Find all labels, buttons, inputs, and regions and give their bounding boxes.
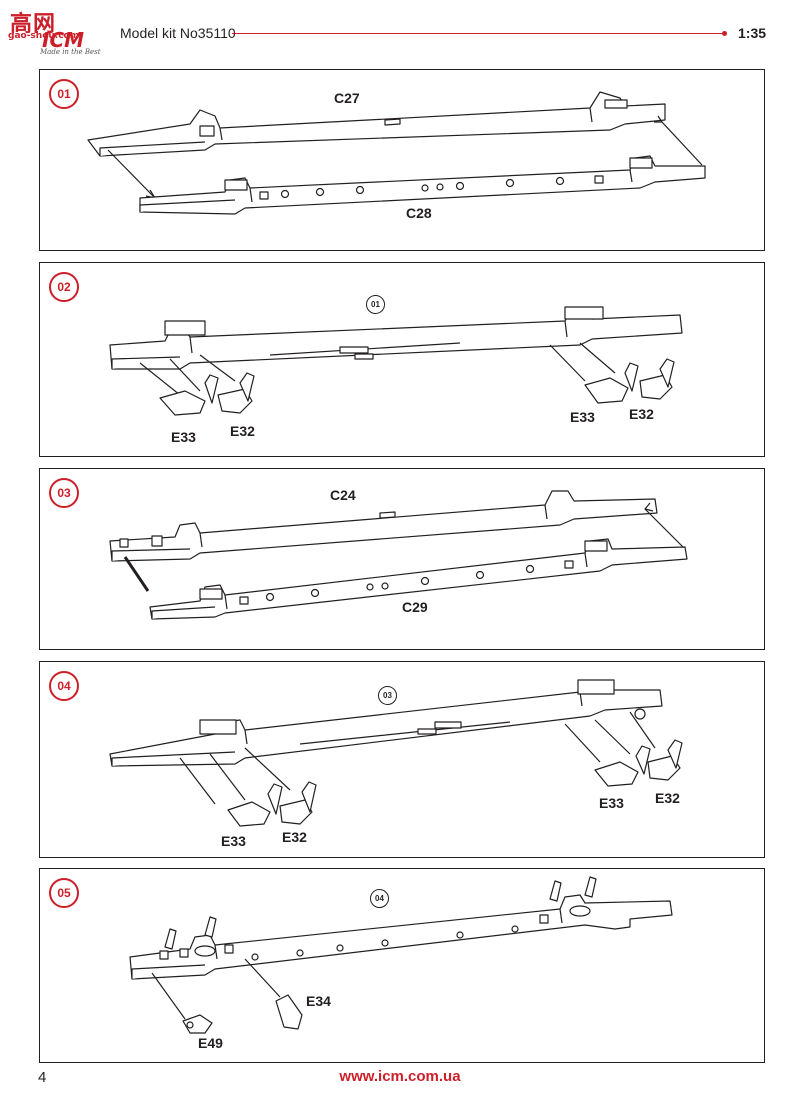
step-04-drawing bbox=[109, 679, 683, 827]
step-number-badge: 04 bbox=[49, 671, 79, 701]
part-label-e32: E32 bbox=[282, 829, 307, 845]
part-label-c29: C29 bbox=[402, 599, 428, 615]
logo-tagline: Made in the Best bbox=[40, 48, 101, 56]
part-label-e49: E49 bbox=[198, 1035, 223, 1051]
part-label-c24: C24 bbox=[330, 487, 356, 503]
part-label-c27: C27 bbox=[334, 90, 360, 106]
header-rule bbox=[232, 33, 722, 34]
logo-brand-text: ICM bbox=[42, 28, 85, 52]
website-link[interactable]: www.icm.com.ua bbox=[339, 1068, 461, 1085]
step-01-drawing bbox=[87, 91, 706, 215]
page-number: 4 bbox=[38, 1069, 47, 1086]
part-label-e33: E33 bbox=[171, 429, 196, 445]
step-03-drawing bbox=[109, 490, 688, 620]
part-label-c28: C28 bbox=[406, 205, 432, 221]
step-panel-02: 02 01 E33 E32 E33 E32 bbox=[39, 262, 765, 457]
logo-url-text: gao-shou.com bbox=[8, 31, 80, 41]
reference-step-badge: 03 bbox=[378, 686, 397, 705]
part-label-e33: E33 bbox=[221, 833, 246, 849]
part-label-e34: E34 bbox=[306, 993, 331, 1009]
part-label-e33: E33 bbox=[599, 795, 624, 811]
scale-label: 1:35 bbox=[738, 25, 767, 41]
step-number-badge: 03 bbox=[49, 478, 79, 508]
part-label-e32: E32 bbox=[629, 406, 654, 422]
header-rule-dot bbox=[722, 31, 727, 36]
step-number-badge: 01 bbox=[49, 79, 79, 109]
step-number-badge: 02 bbox=[49, 272, 79, 302]
brand-logo: 高网 gao-shou.com ICM Made in the Best bbox=[6, 4, 116, 58]
part-label-e32: E32 bbox=[655, 790, 680, 806]
page-header: 高网 gao-shou.com ICM Made in the Best Mod… bbox=[0, 0, 800, 60]
kit-title: Model kit No35110 bbox=[120, 25, 236, 41]
step-number-badge: 05 bbox=[49, 878, 79, 908]
part-label-e33: E33 bbox=[570, 409, 595, 425]
step-panel-04: 04 03 E33 E32 E33 E32 bbox=[39, 661, 765, 858]
step-panel-03: 03 C24 C29 bbox=[39, 468, 765, 650]
step-panel-05: 05 04 E34 E49 bbox=[39, 868, 765, 1063]
step-02-drawing bbox=[109, 306, 683, 416]
reference-step-badge: 04 bbox=[370, 889, 389, 908]
step-05-drawing bbox=[129, 876, 673, 1034]
step-panel-01: 01 C27 C28 bbox=[39, 69, 765, 251]
reference-step-badge: 01 bbox=[366, 295, 385, 314]
part-label-e32: E32 bbox=[230, 423, 255, 439]
logo-chinese-text: 高网 bbox=[10, 12, 57, 37]
